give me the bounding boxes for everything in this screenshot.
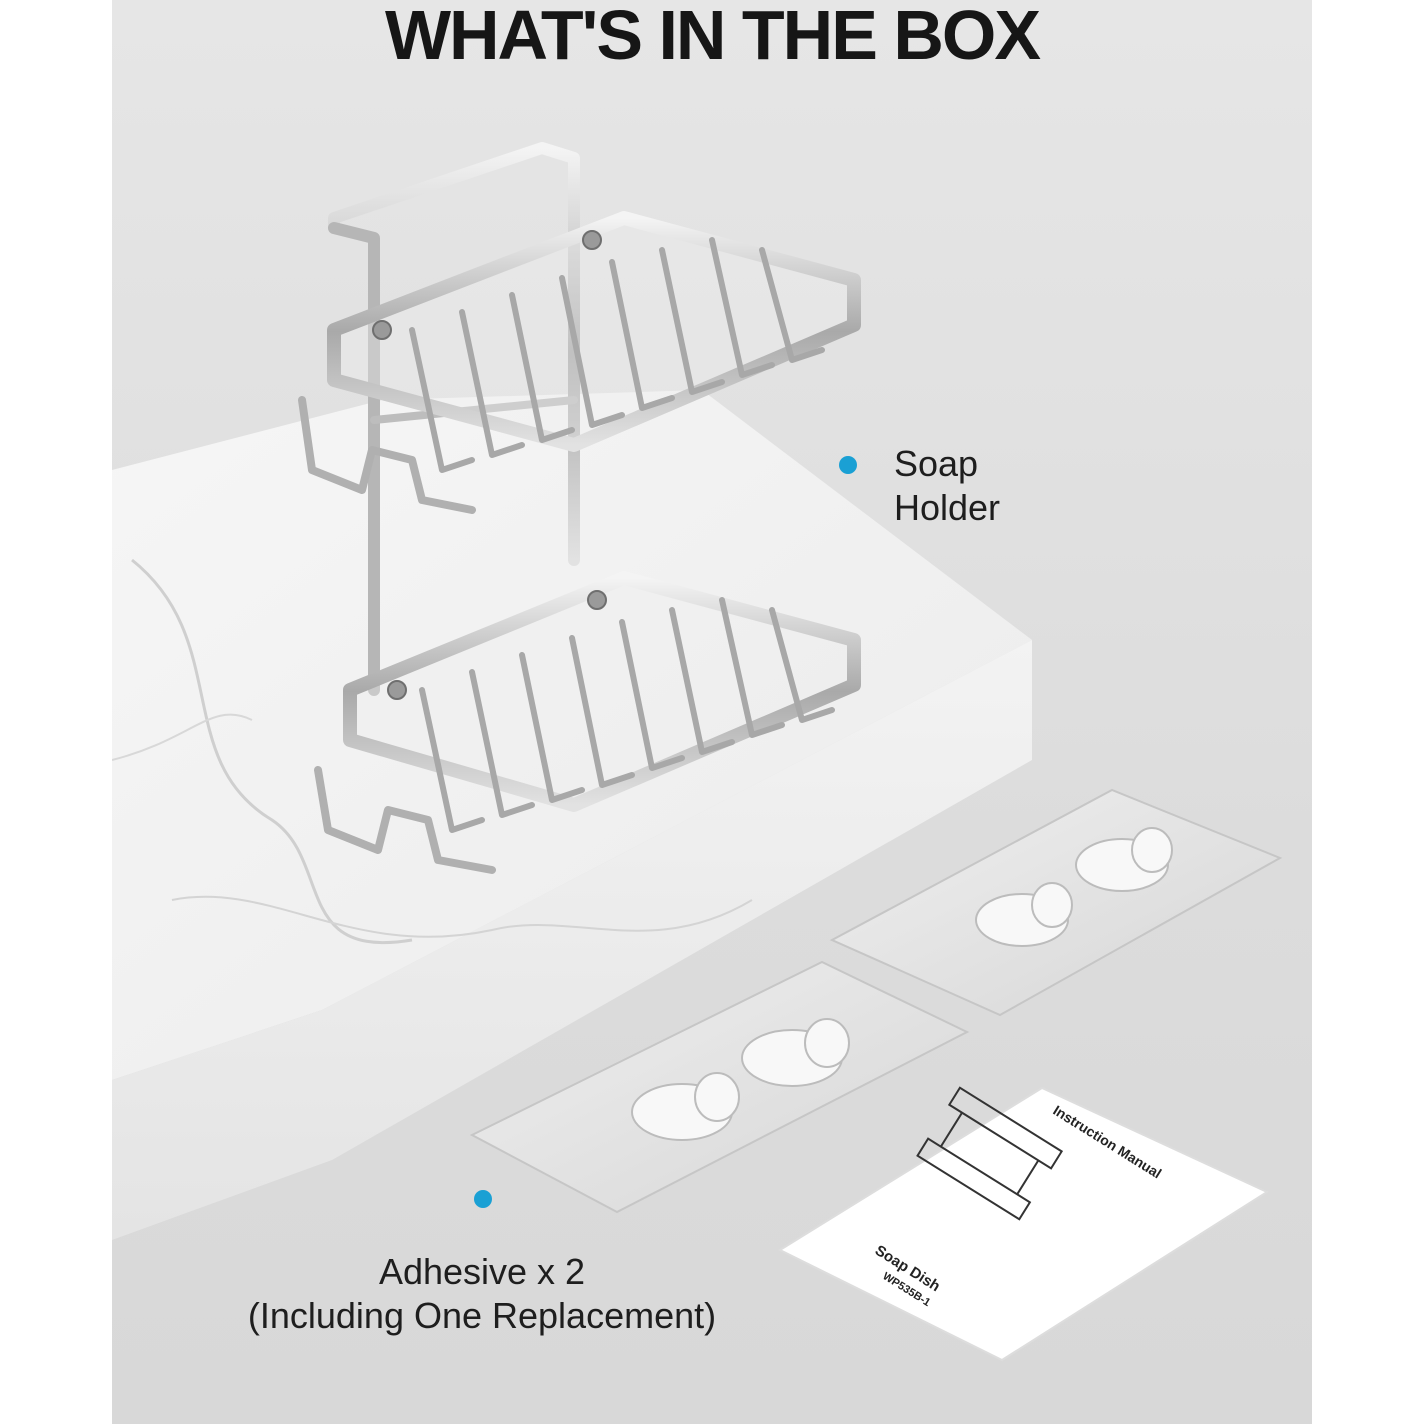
marble-counter <box>112 390 1032 1240</box>
page-title: WHAT'S IN THE BOX <box>384 0 1041 74</box>
soap-holder-label: Soap Holder <box>894 443 1001 528</box>
scene-illustration: Instruction Manual Soap Dish WP535B-1 <box>112 142 1283 1362</box>
adhesive-plate-back <box>829 788 1283 1017</box>
adhesive-label-line2: (Including One Replacement) <box>247 1295 717 1336</box>
soap-holder-illustration <box>298 142 861 874</box>
instruction-manual: Instruction Manual Soap Dish WP535B-1 <box>777 1086 1270 1362</box>
adhesive-plate-front <box>469 960 970 1214</box>
bullet-dot <box>839 456 857 474</box>
bullet-dot <box>474 1190 492 1208</box>
adhesive-label-line1: Adhesive x 2 <box>378 1251 586 1292</box>
product-infographic: Instruction Manual Soap Dish WP535B-1 WH… <box>112 0 1312 1424</box>
